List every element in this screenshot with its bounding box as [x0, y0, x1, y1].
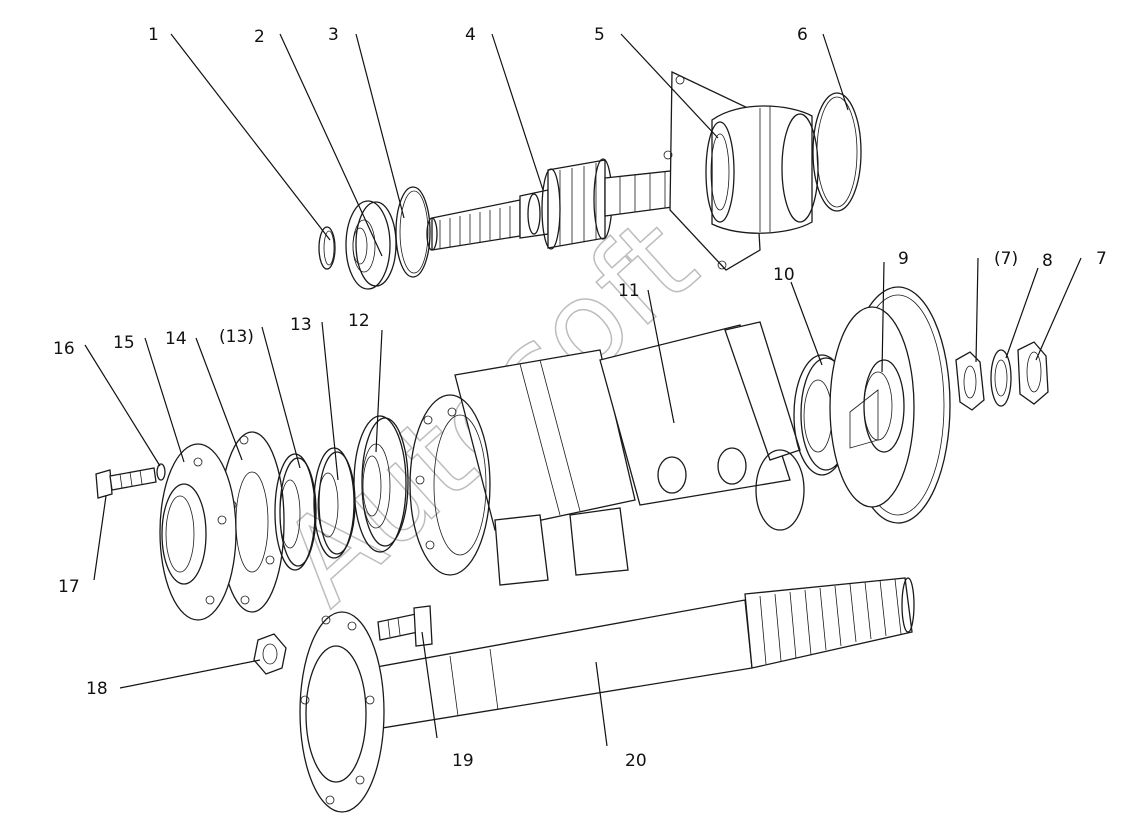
o-ring-part-3	[395, 186, 431, 278]
leader-6	[822, 33, 849, 111]
leader-2	[279, 33, 383, 257]
callout-9: 9	[898, 249, 909, 269]
callout-19: 19	[452, 751, 474, 771]
gear-part-9	[829, 286, 951, 524]
leader-9	[881, 261, 885, 373]
callout-8: 8	[1042, 251, 1053, 271]
leader-19	[421, 631, 438, 739]
callout-12: 12	[348, 311, 370, 331]
leader-3	[355, 33, 405, 219]
callout-13-alt: (13)	[219, 327, 254, 347]
nut-part-7	[1017, 341, 1049, 405]
callout-2: 2	[254, 27, 265, 47]
leader-1	[170, 33, 331, 241]
seal-part-13	[313, 447, 356, 559]
large-o-ring-part-6	[812, 92, 862, 212]
support-housing-part-11	[409, 321, 805, 586]
callout-7: 7	[1096, 249, 1107, 269]
bearing-part-2	[345, 200, 397, 290]
leader-20	[595, 661, 608, 747]
callout-15: 15	[113, 333, 135, 353]
lock-washer-part-8	[990, 349, 1012, 407]
nut-part-7-alt	[955, 351, 985, 411]
nut-part-18	[253, 633, 287, 675]
leader-10	[790, 281, 823, 366]
washer-part-16	[156, 463, 166, 481]
flanged-housing-part-5	[663, 70, 819, 271]
callout-13: 13	[290, 315, 312, 335]
callout-labels: 1 2 3 4 5 6 (7) 8 7 9 10 11 12 13 (13) 1…	[53, 25, 1107, 771]
callout-3: 3	[328, 25, 339, 45]
callout-10: 10	[773, 265, 795, 285]
leader-17	[93, 495, 107, 581]
seal-part-13-alt	[274, 453, 317, 571]
leader-14	[195, 337, 243, 461]
bolt-part-17	[95, 467, 157, 499]
callout-6: 6	[797, 25, 808, 45]
leader-11	[647, 289, 675, 424]
leader-12	[375, 329, 383, 453]
leader-15	[144, 337, 185, 463]
callout-7-alt: (7)	[994, 249, 1018, 269]
leader-7	[1035, 257, 1082, 361]
leader-5	[620, 33, 719, 139]
callout-20: 20	[625, 751, 647, 771]
leader-13p	[261, 326, 301, 469]
callout-1: 1	[148, 25, 159, 45]
callout-4: 4	[465, 25, 476, 45]
leader-8	[1005, 267, 1039, 359]
callout-11: 11	[618, 281, 640, 301]
flange-cover-part-15	[159, 443, 237, 621]
callout-16: 16	[53, 339, 75, 359]
leader-lines	[84, 33, 1082, 747]
splined-input-shaft-part-4	[426, 158, 681, 251]
leader-13	[321, 321, 339, 481]
leader-18	[119, 659, 261, 689]
leader-4	[491, 33, 544, 191]
output-shaft-part-20	[299, 577, 915, 813]
leader-16	[84, 344, 161, 467]
callout-17: 17	[58, 577, 80, 597]
leader-7p	[975, 257, 979, 363]
bolt-part-19	[377, 605, 433, 647]
callout-5: 5	[594, 25, 605, 45]
snap-ring-part-1	[318, 226, 336, 270]
callout-18: 18	[86, 679, 108, 699]
callout-14: 14	[165, 329, 187, 349]
